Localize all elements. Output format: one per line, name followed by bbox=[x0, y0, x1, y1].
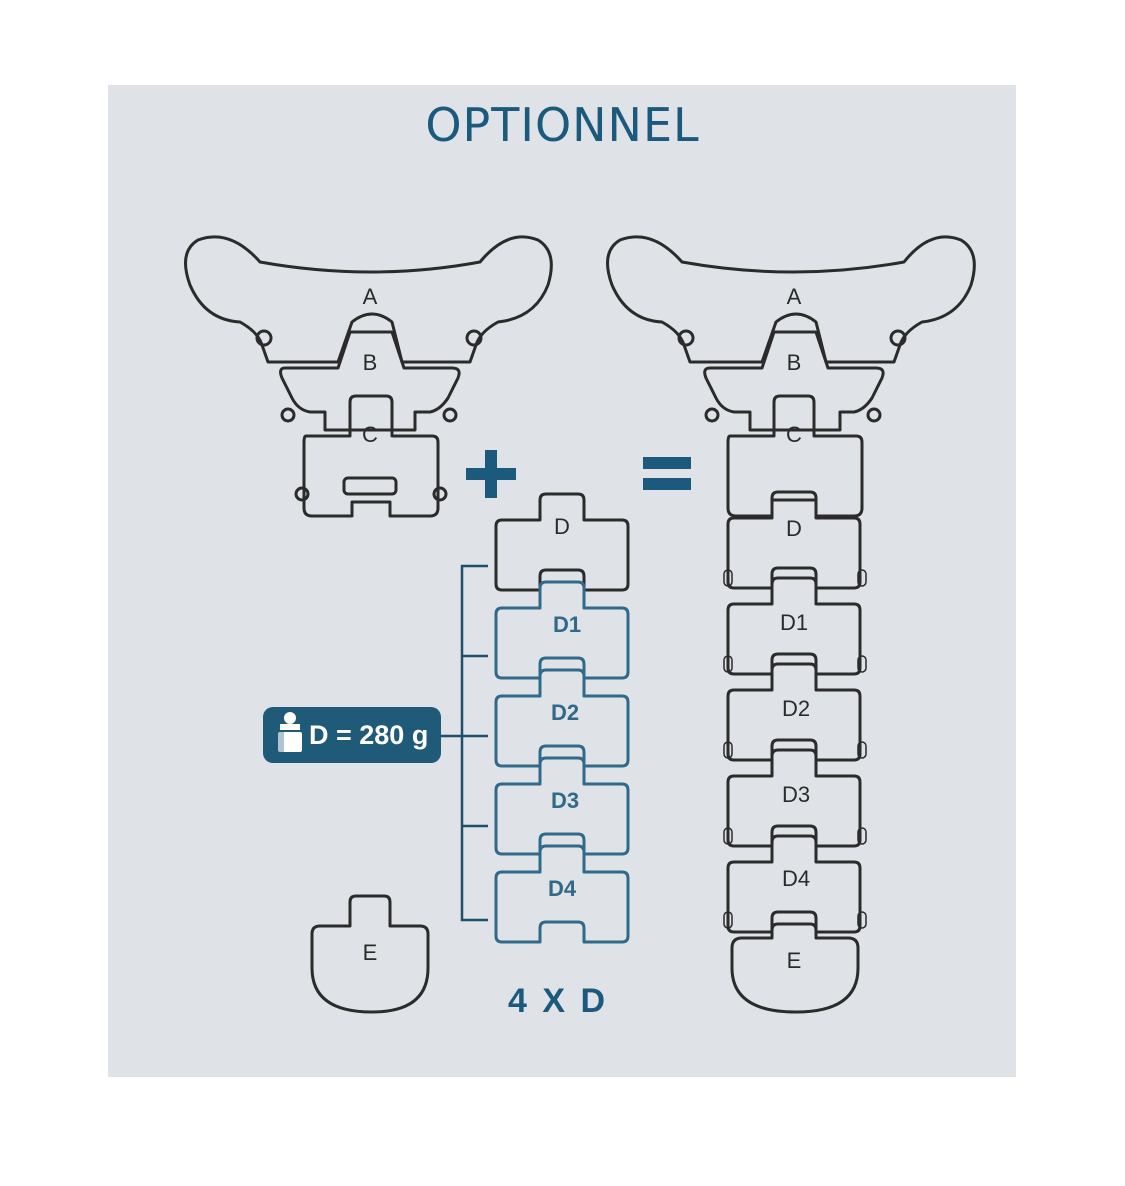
bracket-spine bbox=[460, 564, 488, 922]
label-c-left: C bbox=[362, 422, 378, 447]
full-piece-b-left-knob bbox=[704, 407, 720, 423]
label-d-full: D bbox=[786, 516, 802, 541]
piece-e bbox=[310, 894, 430, 1014]
label-d3-set: D3 bbox=[551, 788, 579, 813]
left-assembly: A B C bbox=[184, 235, 553, 518]
plus-sign bbox=[466, 450, 516, 498]
weight-badge: D = 280 g bbox=[263, 707, 441, 763]
full-piece-a-right-knob bbox=[889, 329, 907, 347]
label-b-left: B bbox=[363, 350, 378, 375]
full-piece-c bbox=[726, 394, 864, 518]
bracket bbox=[440, 564, 488, 922]
full-assembly: A B C D D1 D2 D3 D4 bbox=[606, 235, 976, 1014]
label-d4-full: D4 bbox=[782, 866, 810, 891]
piece-c bbox=[302, 394, 440, 518]
plus-bar-vertical bbox=[485, 450, 497, 498]
label-d-set: D bbox=[554, 514, 570, 539]
full-piece-a bbox=[606, 235, 976, 364]
piece-a bbox=[184, 235, 553, 364]
piece-b-right-knob bbox=[442, 407, 458, 423]
weight-icon bbox=[278, 712, 302, 752]
label-d2-full: D2 bbox=[782, 696, 810, 721]
label-d3-full: D3 bbox=[782, 782, 810, 807]
piece-d bbox=[494, 492, 630, 592]
label-b-full: B bbox=[787, 350, 802, 375]
label-e-left: E bbox=[363, 940, 378, 965]
equals-bar-bottom bbox=[643, 478, 691, 490]
page-title: OPTIONNEL bbox=[425, 98, 700, 152]
equals-bar-top bbox=[643, 457, 691, 469]
label-d1-full: D1 bbox=[780, 610, 808, 635]
label-d1-set: D1 bbox=[553, 612, 581, 637]
label-a-full: A bbox=[787, 284, 802, 309]
equals-sign bbox=[643, 457, 691, 490]
piece-a-left-knob bbox=[255, 329, 273, 347]
piece-c-left-knob bbox=[294, 486, 310, 502]
end-piece: E bbox=[310, 894, 430, 1014]
label-d4-set: D4 bbox=[548, 876, 577, 901]
full-piece-e bbox=[730, 922, 860, 1014]
full-stack-knobs bbox=[723, 569, 867, 929]
piece-b-left-knob bbox=[280, 407, 296, 423]
label-c-full: C bbox=[786, 422, 802, 447]
piece-c-slot bbox=[342, 476, 398, 496]
count-label: 4 X D bbox=[508, 982, 608, 1020]
full-piece-b bbox=[703, 330, 885, 432]
label-e-full: E bbox=[787, 948, 802, 973]
piece-b bbox=[279, 330, 461, 432]
full-piece-a-left-knob bbox=[677, 329, 695, 347]
piece-a-right-knob bbox=[465, 329, 483, 347]
weight-badge-bg bbox=[263, 707, 441, 763]
extension-set: D D1 D2 D3 D4 4 X D bbox=[494, 492, 630, 1020]
full-piece-b-right-knob bbox=[866, 407, 882, 423]
label-d2-set: D2 bbox=[551, 700, 579, 725]
label-a-left: A bbox=[363, 284, 378, 309]
piece-c-right-knob bbox=[432, 486, 448, 502]
weight-badge-text: D = 280 g bbox=[309, 720, 428, 750]
